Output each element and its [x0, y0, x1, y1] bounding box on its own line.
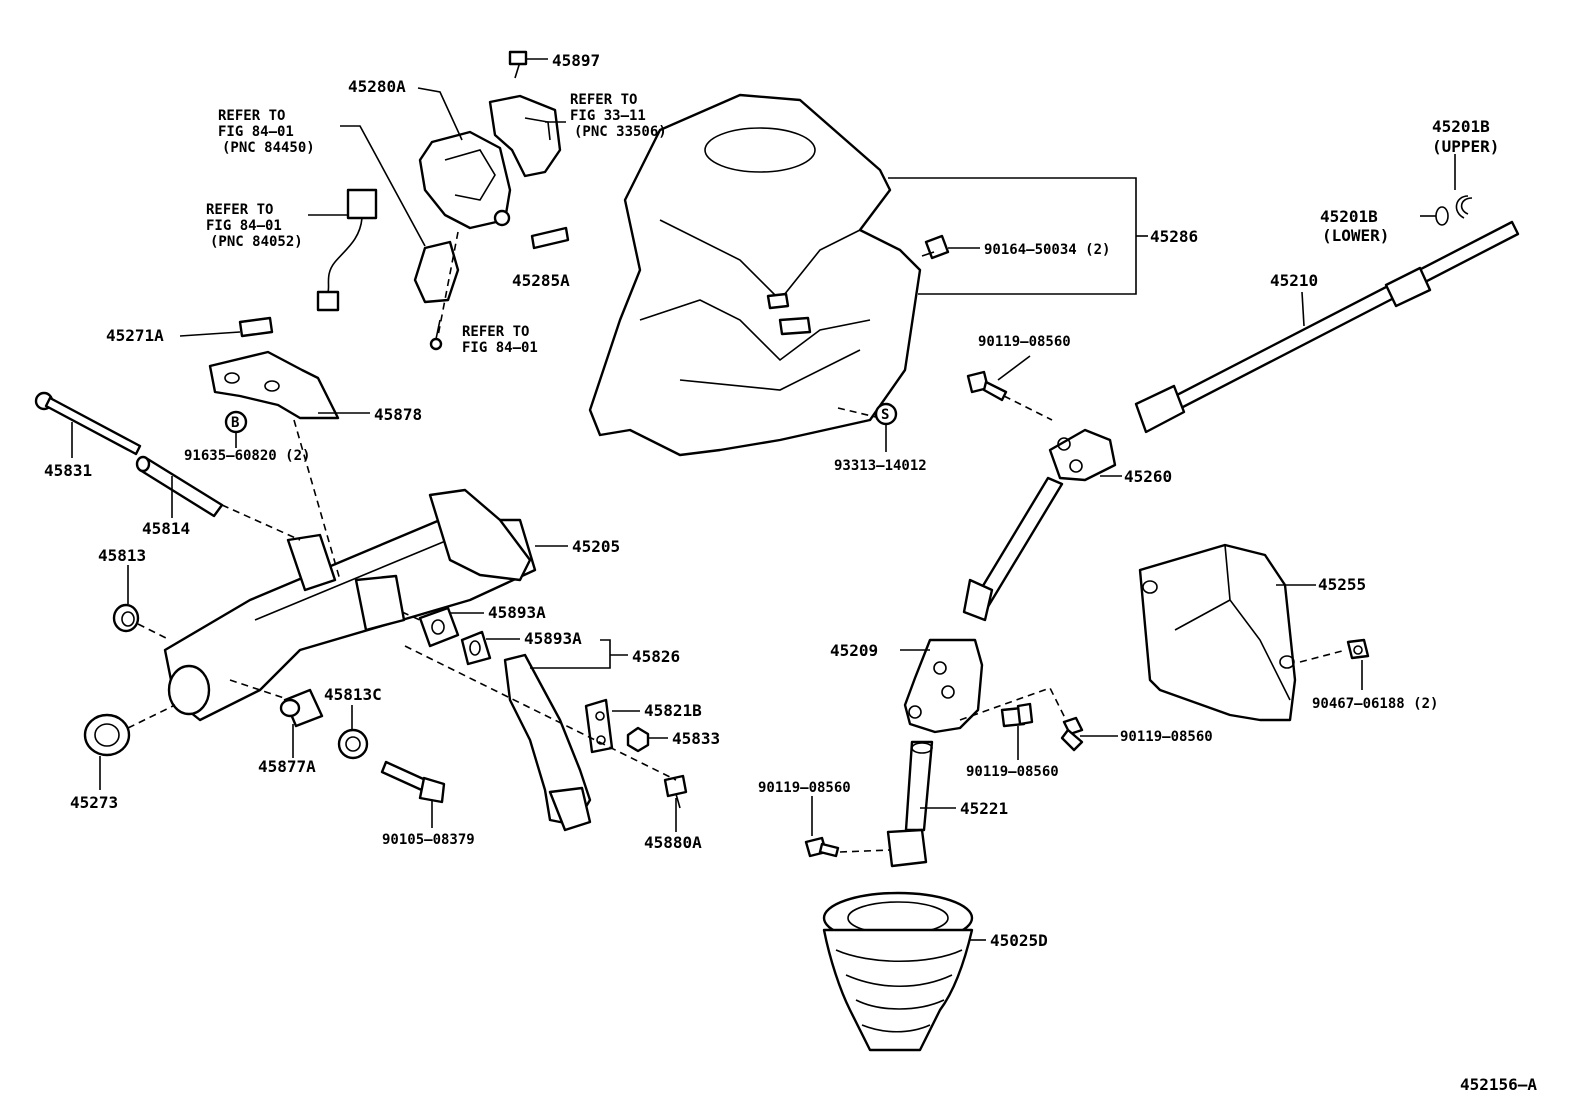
bolt-90105 — [380, 760, 446, 804]
screw-90164 — [921, 234, 950, 260]
bolt-45880A — [663, 774, 688, 809]
label-45209: 45209 — [830, 641, 878, 660]
figure-id: 452156–A — [1460, 1075, 1537, 1094]
label-45826: 45826 — [632, 647, 680, 666]
label-lower: (LOWER) — [1322, 226, 1389, 245]
marker-s-circle — [874, 402, 898, 426]
bolt-90119-left — [804, 836, 840, 858]
label-93313: 93313–14012 — [834, 458, 927, 474]
label-90119-left: 90119–08560 — [758, 780, 851, 796]
label-refer-84450-2: FIG 84–01 — [218, 124, 294, 140]
sleeve-45814 — [135, 455, 224, 518]
column-cover-45286 — [588, 93, 922, 457]
snap-ring-45201B-upper — [1455, 195, 1473, 219]
label-90105: 90105–08379 — [382, 832, 475, 848]
plate-45821B — [584, 698, 614, 754]
bolt-90119-top — [966, 370, 1008, 402]
label-45878: 45878 — [374, 405, 422, 424]
main-shaft-45210 — [1134, 220, 1520, 434]
label-45025D: 45025D — [990, 931, 1048, 950]
bolt-90119-mid — [1000, 702, 1034, 728]
label-45813: 45813 — [98, 546, 146, 565]
label-45271A: 45271A — [106, 326, 164, 345]
label-45205: 45205 — [572, 537, 620, 556]
label-refer-84052-1: REFER TO — [206, 202, 273, 218]
label-45210: 45210 — [1270, 271, 1318, 290]
label-refer-8401-2: FIG 84–01 — [462, 340, 538, 356]
label-45260: 45260 — [1124, 467, 1172, 486]
label-91635: 91635–60820 (2) — [184, 448, 310, 464]
label-45280A: 45280A — [348, 77, 406, 96]
label-45273: 45273 — [70, 793, 118, 812]
label-upper: (UPPER) — [1432, 137, 1499, 156]
label-refer-84052-3: (PNC 84052) — [210, 234, 303, 250]
cover-45255 — [1138, 543, 1297, 722]
label-45814: 45814 — [142, 519, 190, 538]
label-90467: 90467–06188 (2) — [1312, 696, 1438, 712]
u-joint-45209 — [903, 638, 984, 734]
bushing-45273 — [83, 713, 131, 757]
label-45831: 45831 — [44, 461, 92, 480]
pin-45877A — [279, 688, 324, 728]
label-refer-8401-1: REFER TO — [462, 324, 529, 340]
part-labels: 45897 45280A REFER TO FIG 33–11 (PNC 335… — [44, 51, 1537, 1094]
bushing-45813 — [112, 603, 140, 633]
leader-lines — [71, 58, 1456, 941]
label-45201B-upper: 45201B — [1432, 117, 1490, 136]
label-90119-top: 90119–08560 — [978, 334, 1071, 350]
label-45221: 45221 — [960, 799, 1008, 818]
label-refer-3311-1: REFER TO — [570, 92, 637, 108]
collar-45893A-lower — [460, 630, 492, 666]
assembly-lines — [127, 231, 1347, 853]
lever-45826 — [503, 653, 592, 832]
bolt-90119-right — [1060, 716, 1084, 752]
ring-45813C — [337, 728, 369, 760]
label-45877A: 45877A — [258, 757, 316, 776]
column-tube-45205 — [163, 488, 537, 722]
shaft-45221 — [886, 740, 934, 868]
label-90119-right: 90119–08560 — [1120, 729, 1213, 745]
bolt-45831 — [34, 391, 142, 456]
label-45880A: 45880A — [644, 833, 702, 852]
label-s-marker: S — [881, 407, 889, 423]
bracket-45878 — [208, 316, 340, 420]
label-45813C: 45813C — [324, 685, 382, 704]
label-refer-84450-3: (PNC 84450) — [222, 140, 315, 156]
marker-b-circle — [224, 410, 248, 434]
label-90164: 90164–50034 (2) — [984, 242, 1110, 258]
label-45893A-1: 45893A — [488, 603, 546, 622]
label-refer-84052-2: FIG 84–01 — [206, 218, 282, 234]
label-45285A: 45285A — [512, 271, 570, 290]
label-45255: 45255 — [1318, 575, 1366, 594]
label-45821B: 45821B — [644, 701, 702, 720]
label-45833: 45833 — [672, 729, 720, 748]
nut-45833 — [626, 726, 650, 753]
label-refer-3311-2: FIG 33–11 — [570, 108, 646, 124]
collar-45893A-upper — [418, 606, 460, 648]
label-refer-84450-1: REFER TO — [218, 108, 285, 124]
label-45286: 45286 — [1150, 227, 1198, 246]
ignition-lock-cluster — [316, 50, 570, 351]
label-45201B-lower: 45201B — [1320, 207, 1378, 226]
label-90119-mid: 90119–08560 — [966, 764, 1059, 780]
label-b-marker: B — [231, 415, 239, 431]
intermediate-shaft-45260 — [962, 428, 1117, 622]
clip-90467 — [1346, 638, 1370, 660]
label-45893A-2: 45893A — [524, 629, 582, 648]
label-refer-3311-3: (PNC 33506) — [574, 124, 667, 140]
snap-ring-45201B-lower — [1435, 206, 1449, 226]
boot-45025D — [822, 891, 974, 1052]
label-45897: 45897 — [552, 51, 600, 70]
